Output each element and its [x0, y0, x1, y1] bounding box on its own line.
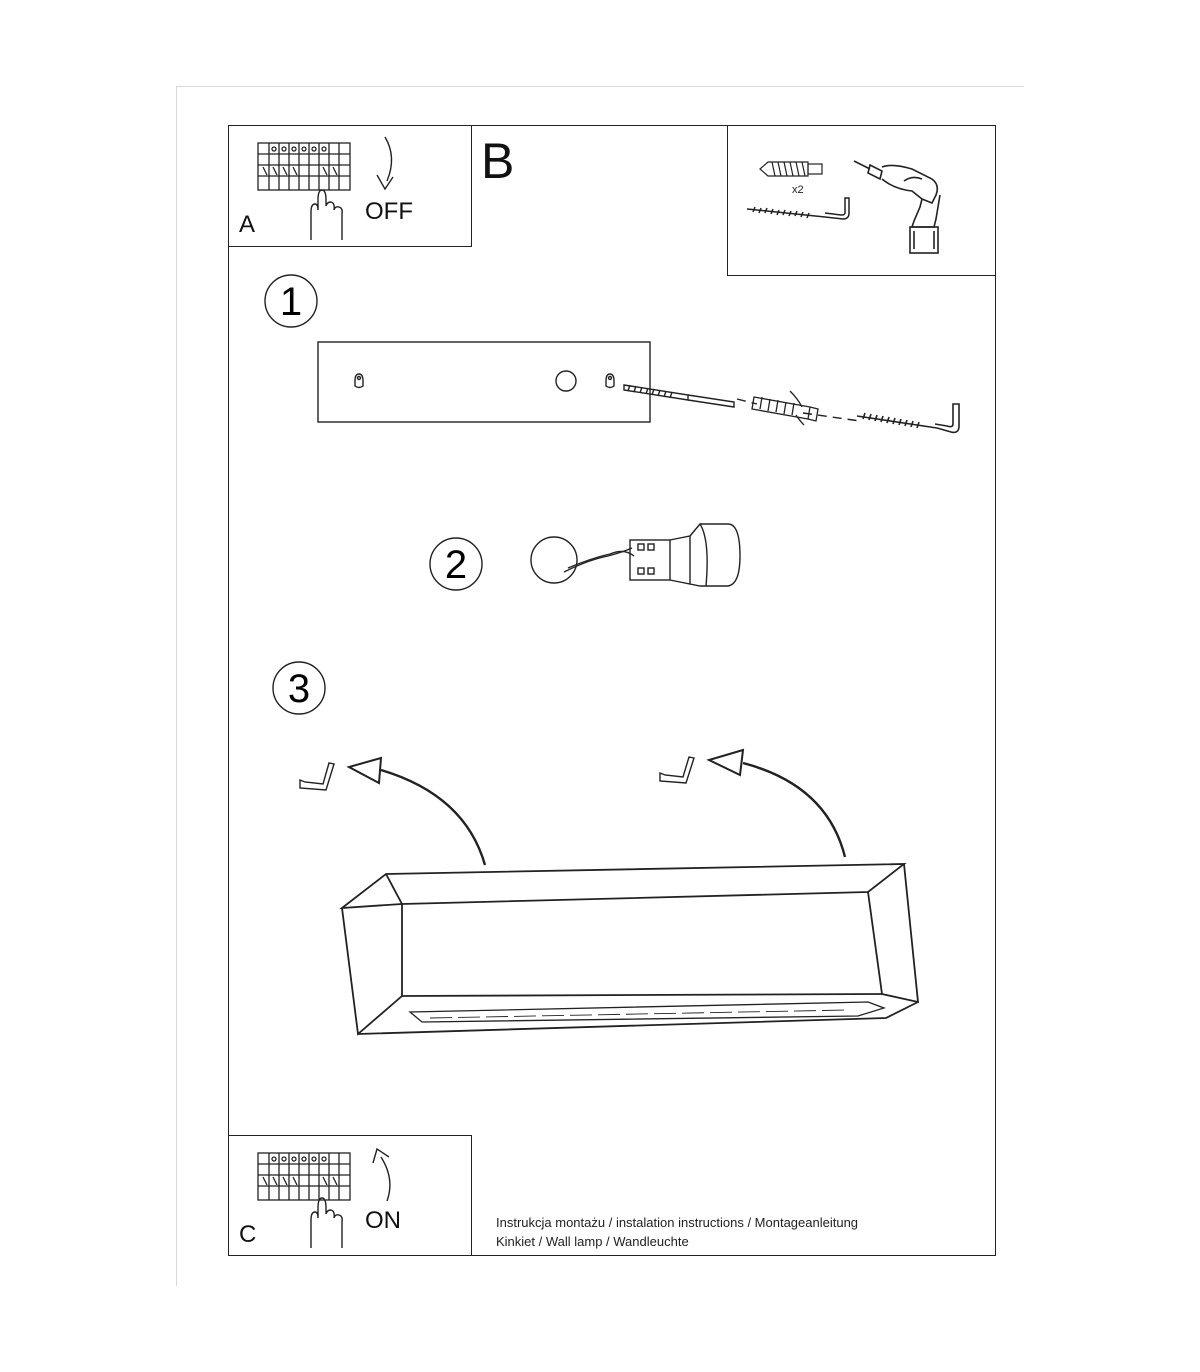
bracket-left-icon	[299, 762, 335, 791]
step-c-label: C	[239, 1221, 257, 1248]
switchboard-icon	[257, 142, 351, 191]
step-b-label: B	[481, 133, 515, 189]
screw-hook-icon	[746, 197, 850, 220]
step-a-label: A	[239, 211, 256, 238]
wall-lamp-icon	[339, 863, 920, 1036]
lamp-socket-icon	[530, 523, 741, 587]
drill-bit-icon	[623, 384, 735, 408]
on-label: ON	[365, 1207, 401, 1234]
step-3-badge: 3	[272, 661, 326, 715]
step-1-number: 1	[280, 280, 302, 324]
wall-plug-icon	[759, 161, 823, 177]
arrow-up-left-icon	[346, 756, 487, 866]
footer-instructions: Instrukcja montażu / instalation instruc…	[496, 1215, 859, 1230]
switchboard-icon	[257, 1152, 351, 1201]
bracket-right-icon	[659, 756, 695, 784]
step-2-badge: 2	[429, 537, 483, 591]
quantity-label: x2	[792, 184, 804, 196]
step-3-number: 3	[288, 667, 310, 711]
footer-product: Kinkiet / Wall lamp / Wandleuchte	[496, 1234, 689, 1249]
step-1-badge: 1	[264, 274, 318, 328]
hand-icon	[310, 1197, 343, 1248]
step-2-number: 2	[445, 543, 467, 587]
off-label: OFF	[365, 198, 413, 225]
page-edge-left	[176, 86, 177, 1286]
screw-hook-icon	[856, 403, 960, 434]
hand-icon	[310, 189, 343, 240]
tools-panel	[727, 125, 996, 276]
arrow-up-right-icon	[706, 748, 847, 858]
mounting-plate-icon	[317, 341, 651, 423]
wall-plug-icon	[751, 390, 819, 426]
arrow-down-icon	[376, 136, 394, 191]
arrow-up-icon	[372, 1147, 391, 1202]
instruction-frame	[228, 125, 996, 1256]
page-edge-top	[176, 86, 1024, 87]
drill-icon	[853, 160, 941, 254]
dashed-guide	[736, 398, 861, 422]
